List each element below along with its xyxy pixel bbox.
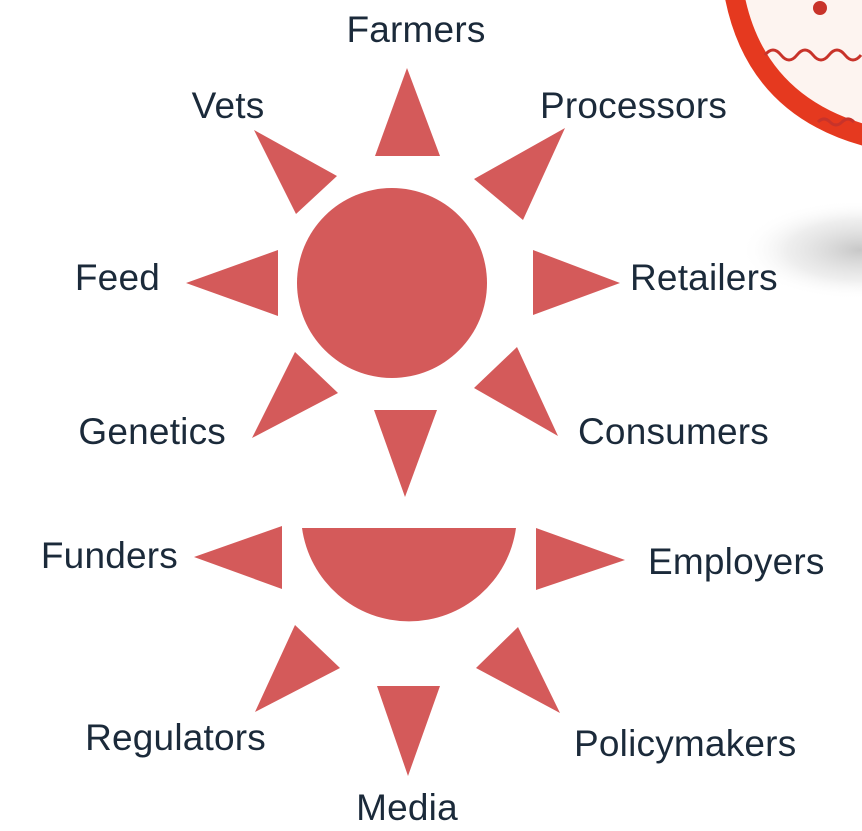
label-farmers: Farmers [346,9,486,50]
label-vets: Vets [191,85,265,126]
upper-ray-top-left [254,130,337,214]
corner-badge [725,0,862,300]
upper-ray-bottom-right [474,347,558,436]
upper-ray-bottom-left [252,352,338,438]
upper-ray-top [375,68,440,156]
label-retailers: Retailers [630,257,778,298]
label-employers: Employers [648,541,825,582]
upper-ray-bottom [374,410,437,497]
label-consumers: Consumers [578,411,769,452]
label-policymakers: Policymakers [574,723,797,764]
upper-ray-right [533,250,620,315]
upper-sun-core [297,188,487,378]
upper-ray-top-right [474,128,565,220]
lower-ray-bottom [377,686,440,776]
lower-ray-left [194,526,282,589]
lower-ray-bottom-right [476,627,560,713]
lower-ray-right [536,528,625,590]
label-regulators: Regulators [85,717,266,758]
label-funders: Funders [40,535,178,576]
label-feed: Feed [74,257,160,298]
label-processors: Processors [540,85,728,126]
upper-sun [186,68,620,497]
upper-ray-left [186,250,278,316]
lower-sun [194,526,625,776]
label-genetics: Genetics [78,411,226,452]
lower-ray-bottom-left [255,625,340,712]
lower-sun-core [302,528,516,622]
label-media: Media [356,787,458,828]
